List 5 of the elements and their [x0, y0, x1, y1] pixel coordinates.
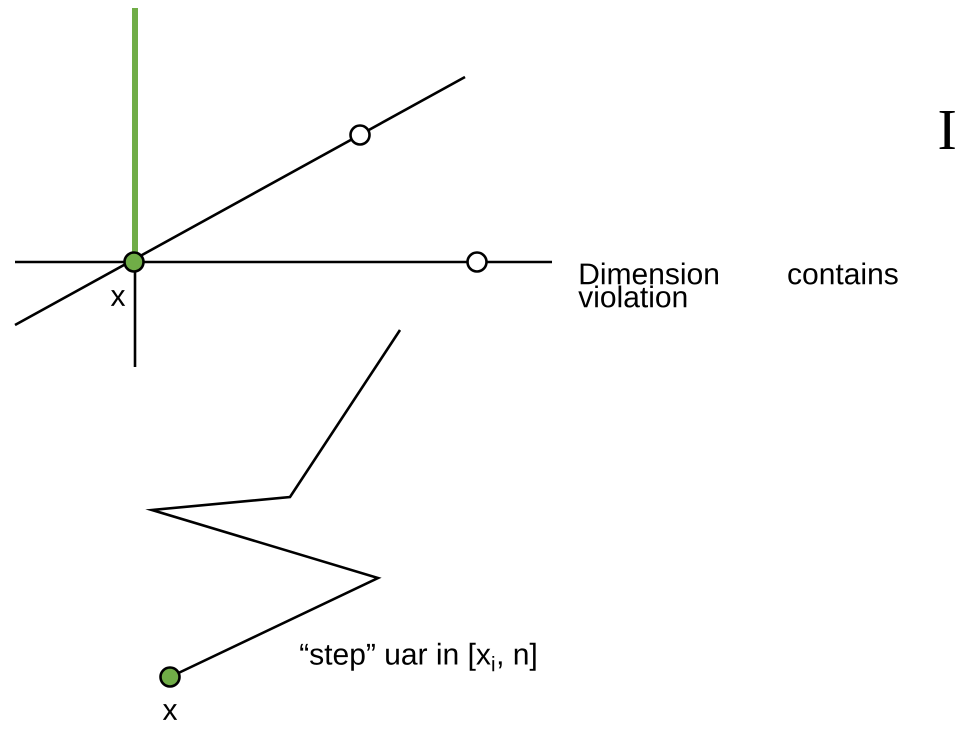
point-label: x [110, 290, 126, 306]
point-label: x [162, 704, 178, 720]
title-letter: I [940, 111, 955, 149]
annotation: Dimension contains violation [578, 262, 898, 308]
annotation: “step” uar in [x$_{i}$, n] [300, 642, 536, 672]
